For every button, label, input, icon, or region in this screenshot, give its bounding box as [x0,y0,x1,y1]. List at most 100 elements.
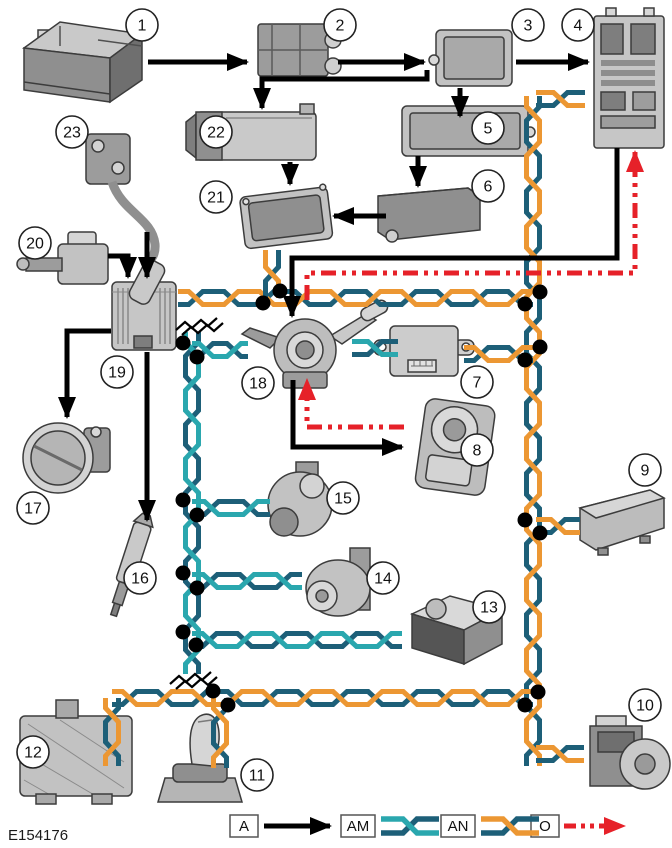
junction-dot-layer [175,283,548,713]
callout-4: 4 [561,8,595,42]
am-pair-bus-to-13-wire-a [192,631,402,649]
gateway-module-illustration [373,325,475,377]
legend-symbols [264,816,626,836]
junction-dot [175,624,191,640]
callout-23: 23 [55,115,89,149]
callout-9: 9 [628,453,662,487]
brake-pedal-switch-illustration [16,231,109,285]
junction-dot [530,684,546,700]
callout-13: 13 [472,590,506,624]
wire-break-symbol [181,322,224,336]
callout-number: 19 [108,365,126,382]
callout-number: 20 [26,236,44,253]
callout-number: 18 [249,376,267,393]
module-5-illustration [401,105,536,157]
legend-item-an: AN [440,814,476,838]
fuse-box-illustration [593,7,665,149]
callout-7: 7 [460,365,494,399]
wire-layer [103,90,585,768]
callout-10: 10 [628,688,662,722]
wire-break-symbol [169,671,212,685]
callout-12: 12 [16,735,50,769]
an-pair-bus-to-9-wire-a [536,517,580,535]
power-arrow-3-to-22 [253,70,430,110]
wire-break-symbol [175,317,218,331]
legend-item-a: A [229,814,259,838]
callout-number: 2 [336,18,345,35]
module-3-illustration [428,29,513,87]
an-pair-bus-to-11-wire-a [211,698,229,768]
an-pair-bus-to-4-wire-a [536,90,585,108]
power-arrow-4-to-18 [283,148,620,318]
junction-dot [532,525,548,541]
junction-dot [532,339,548,355]
am-pair-bus-to-14-wire-a [192,572,302,590]
an-pair-horizontal-bus-19-wire-a [178,289,533,307]
an-pair-bottom-bus-wire-b [112,689,533,707]
legend-key-a: A [239,818,249,835]
wire-break-symbol [175,676,218,690]
am-pair-bus-to-15-wire-a [192,499,270,517]
callout-number: 16 [131,571,149,588]
an-pair-bus-to-10-wire-a [536,745,584,763]
an-pair-bottom-bus-wire-a [103,698,121,766]
legend-key-o: O [539,818,551,835]
legend-am-pair-wire-a [381,816,439,836]
callout-20: 20 [18,226,52,260]
steering-column-switch-illustration [240,299,389,389]
figure-id-label: E154176 [8,827,68,844]
callout-15: 15 [326,481,360,515]
power-arrow-19-to-17 [58,328,111,419]
dashdot-arrow-18-to-4 [304,150,644,300]
battery-illustration [21,21,144,104]
legend-item-am: AM [340,814,376,838]
legend-key-an: AN [448,818,469,835]
callout-21: 21 [199,180,233,214]
radar-module-illustration [239,183,334,250]
arrow-layer [58,53,644,522]
callout-17: 17 [16,491,50,525]
junction-dot [532,284,548,300]
junction-dot [220,697,236,713]
callout-number: 22 [207,125,225,142]
callout-8: 8 [460,433,494,467]
am-pair-18-to-7-wire-a [352,339,398,357]
relay-module-illustration [257,23,342,77]
power-arrow-20-to-19 [108,253,137,279]
junction-dot [189,349,205,365]
an-pair-bus-to-7-wire-a [464,345,533,363]
callout-number: 8 [473,443,482,460]
callout-6: 6 [471,169,505,203]
callout-number: 14 [374,571,392,588]
throttle-body-illustration [22,422,111,494]
callout-number: 5 [484,121,493,138]
callout-number: 9 [641,463,650,480]
junction-dot [175,492,191,508]
module-6-illustration [377,187,481,243]
callout-number: 4 [574,18,583,35]
callout-number: 15 [334,491,352,508]
an-pair-bottom-bus-wire-a [112,689,533,707]
callout-11: 11 [240,758,274,792]
junction-dot [175,565,191,581]
junction-dot [272,283,288,299]
callout-number: 6 [484,179,493,196]
callout-number: 12 [24,745,42,762]
callout-number: 10 [636,698,654,715]
junction-dot [255,295,271,311]
callout-3: 3 [511,8,545,42]
abs-hcu-illustration [589,715,671,790]
legend-an-pair-wire-a [481,816,539,836]
gear-shifter-illustration [157,713,243,803]
callout-18: 18 [241,366,275,400]
callout-16: 16 [123,561,157,595]
callout-19: 19 [100,355,134,389]
am-pair-bus-to-18-wire-a [192,341,248,359]
junction-dot [205,683,221,699]
actuator-15-illustration [267,461,333,537]
junction-dot [175,335,191,351]
callout-number: 13 [480,600,498,617]
